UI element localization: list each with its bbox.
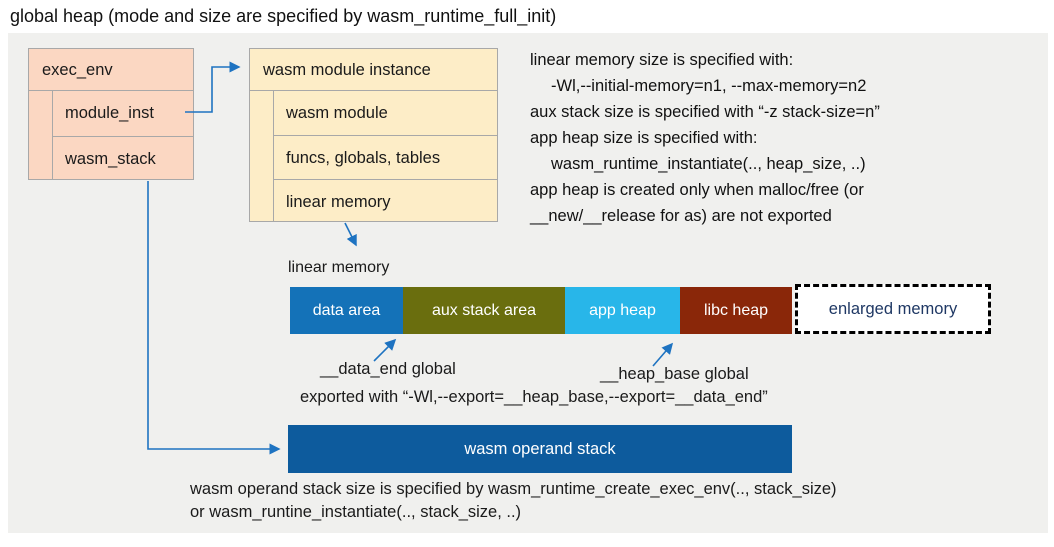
memory-segment-libc-heap: libc heap — [680, 287, 792, 334]
exec-env-row-module-inst: module_inst — [65, 104, 154, 122]
exec-env-row-wasm-stack: wasm_stack — [53, 135, 193, 181]
note-line: linear memory size is specified with: — [530, 51, 794, 69]
module-instance-header: wasm module instance — [250, 49, 497, 91]
memory-segment-label: libc heap — [703, 301, 769, 319]
module-instance-row-linear-memory: linear memory — [274, 179, 497, 223]
wasm-operand-stack-label: wasm operand stack — [464, 439, 616, 458]
memory-segment-label: aux stack area — [431, 301, 537, 319]
module-instance-row-wasm-module: wasm module — [286, 104, 388, 122]
note-line: app heap is created only when malloc/fre… — [530, 181, 864, 199]
operand-stack-note-line1: wasm operand stack size is specified by … — [190, 480, 837, 498]
memory-segment-aux-stack-area: aux stack area — [403, 287, 565, 334]
exec-env-rows: module_inst wasm_stack — [52, 91, 193, 179]
wasm-operand-stack-box: wasm operand stack — [288, 425, 792, 473]
note-line: -Wl,--initial-memory=n1, --max-memory=n2 — [551, 77, 867, 95]
linear-memory-notes: linear memory size is specified with: -W… — [530, 47, 1030, 229]
enlarged-memory-label: enlarged memory — [828, 299, 958, 318]
linear-memory-label: linear memory — [288, 259, 390, 276]
note-line: wasm_runtime_instantiate(.., heap_size, … — [551, 155, 866, 173]
note-line: aux stack size is specified with “-z sta… — [530, 103, 880, 121]
note-line: __new/__release for as) are not exported — [530, 207, 832, 225]
page-title: global heap (mode and size are specified… — [10, 6, 557, 26]
module-instance-row-funcs-globals-tables: funcs, globals, tables — [274, 135, 497, 179]
heap-base-global-label: __heap_base global — [600, 365, 749, 383]
data-end-global-label: __data_end global — [320, 360, 456, 378]
operand-stack-note-line2: or wasm_runtine_instantiate(.., stack_si… — [190, 503, 522, 521]
module-instance-rows: wasm module funcs, globals, tables linea… — [273, 91, 497, 221]
note-line: app heap size is specified with: — [530, 129, 758, 147]
exec-env-box: exec_env module_inst wasm_stack — [28, 48, 194, 180]
memory-segment-app-heap: app heap — [565, 287, 680, 334]
enlarged-memory-box: enlarged memory — [795, 284, 991, 334]
memory-segment-label: app heap — [589, 301, 656, 319]
module-instance-box: wasm module instance wasm module funcs, … — [249, 48, 498, 222]
exec-env-header: exec_env — [29, 49, 193, 91]
memory-segment-label: data area — [312, 301, 381, 319]
memory-segment-data-area: data area — [290, 287, 403, 334]
exported-with-note: exported with “-Wl,--export=__heap_base,… — [300, 388, 768, 406]
